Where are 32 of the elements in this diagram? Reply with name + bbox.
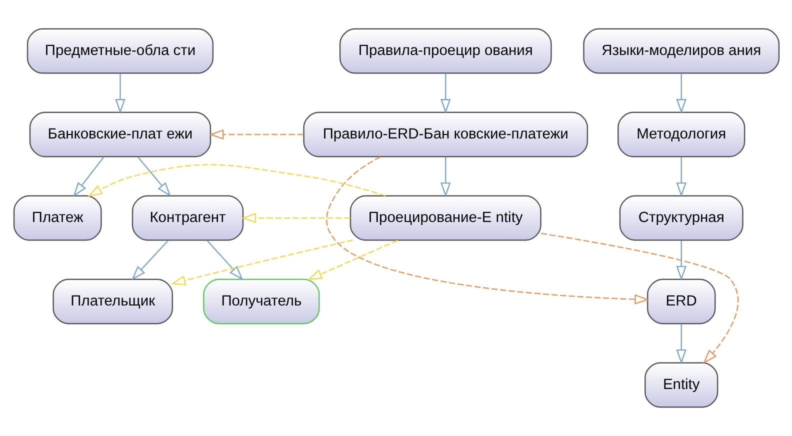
node-box: Правило-ERD-Бан ковские-платежи <box>302 112 588 158</box>
arrow <box>306 240 398 280</box>
node-box: Методология <box>617 112 745 158</box>
arrow <box>208 129 303 140</box>
node-box: ERD <box>646 278 716 324</box>
node-box: Плательщик <box>52 278 173 324</box>
node-box: Предметные-обла сти <box>26 28 214 74</box>
node-box: Entity <box>644 362 718 408</box>
arrow <box>676 157 686 198</box>
arrow <box>206 240 243 280</box>
arrow <box>72 156 104 197</box>
arrow <box>130 240 168 280</box>
node-box: Получатель <box>202 278 320 324</box>
node-box: Языки-моделиров ания <box>582 28 780 74</box>
arrow <box>440 74 450 114</box>
arrow <box>114 74 125 114</box>
arrow <box>676 324 686 364</box>
node-box: Контрагент <box>131 195 244 241</box>
arrow <box>676 74 686 114</box>
node-box: Банковские-плат ежи <box>28 112 211 158</box>
arrow <box>137 156 171 197</box>
arrow <box>326 156 649 304</box>
arrow <box>170 240 352 286</box>
arrow <box>440 157 450 198</box>
node-box: Платеж <box>12 195 102 241</box>
node-box: Правила-проецир ования <box>338 28 552 74</box>
arrow <box>87 164 386 197</box>
arrow <box>240 212 350 224</box>
node-box: Структурная <box>618 195 743 241</box>
node-box: Проецирование-E ntity <box>349 195 541 241</box>
arrow <box>540 232 738 364</box>
arrow <box>676 240 686 281</box>
